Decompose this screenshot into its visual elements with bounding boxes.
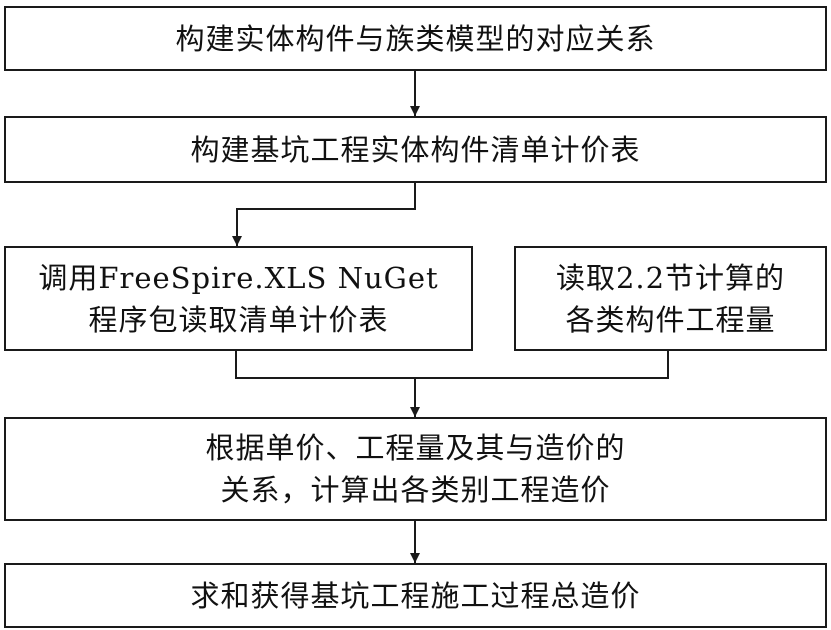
node-text-line-2: 关系，计算出各类别工程造价: [220, 473, 611, 507]
node-text-line-2: 程序包读取清单计价表: [88, 302, 389, 337]
node-text-line-1: 读取2.2节计算的: [555, 260, 786, 295]
node-text-line-1: 调用FreeSpire.XLS NuGet: [38, 260, 439, 295]
edge-b2-b3: [232, 183, 416, 246]
node-text: 构建实体构件与族类模型的对应关系: [175, 21, 656, 56]
node-text-line-1: 根据单价、工程量及其与造价的: [205, 431, 626, 465]
node-text-line-2: 各类构件工程量: [565, 302, 776, 337]
node-read-pricing-table: 调用FreeSpire.XLS NuGet 程序包读取清单计价表: [4, 246, 473, 351]
node-total-cost: 求和获得基坑工程施工过程总造价: [4, 563, 827, 628]
node-compute-cost: 根据单价、工程量及其与造价的 关系，计算出各类别工程造价: [4, 417, 827, 521]
node-build-pricing-table: 构建基坑工程实体构件清单计价表: [4, 116, 827, 183]
node-build-mapping: 构建实体构件与族类模型的对应关系: [4, 6, 827, 71]
node-text: 求和获得基坑工程施工过程总造价: [190, 578, 641, 613]
node-read-quantities: 读取2.2节计算的 各类构件工程量: [514, 246, 827, 351]
node-text: 构建基坑工程实体构件清单计价表: [190, 132, 641, 167]
edge-b4-b5: [415, 351, 669, 379]
edge-b3-b5: [235, 351, 415, 379]
